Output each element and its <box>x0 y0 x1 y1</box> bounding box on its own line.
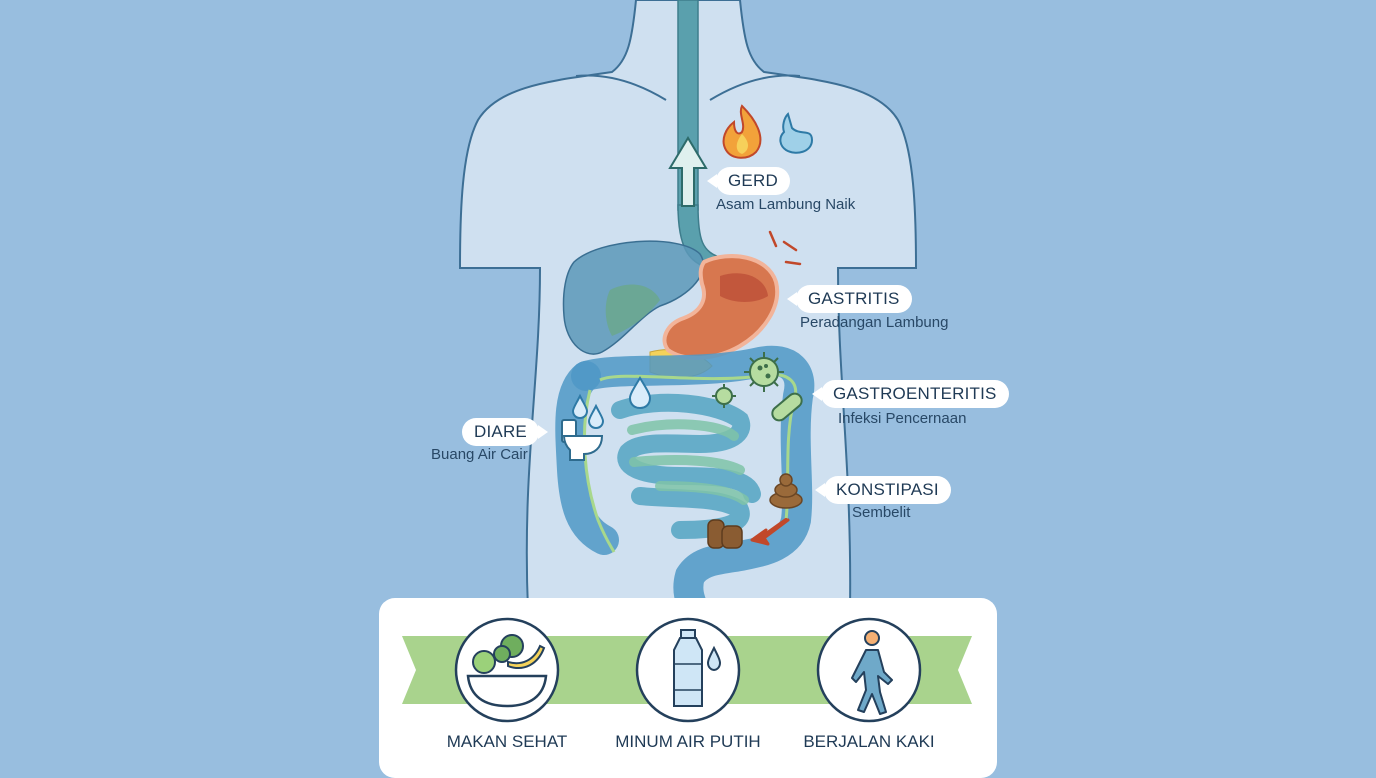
flame-icon <box>722 104 762 159</box>
water-drop-small-icon <box>571 393 589 420</box>
gastroenteritis-label: GASTROENTERITIS <box>812 380 1009 408</box>
virus-small-icon <box>712 384 736 408</box>
diare-subtitle: Buang Air Cair <box>431 446 528 463</box>
stomach-inflammation <box>720 273 768 302</box>
walking-person-icon <box>816 617 922 723</box>
tip-label-minum-air-putih: MINUM AIR PUTIH <box>615 732 761 751</box>
pain-rays-icon <box>768 230 802 266</box>
gastritis-label: GASTRITIS <box>787 285 912 313</box>
healthy-food-bowl-icon <box>454 617 560 723</box>
bile-duct <box>599 373 798 521</box>
toilet-icon <box>561 419 604 461</box>
tip-label-makan-sehat: MAKAN SEHAT <box>446 732 568 751</box>
small-intestine-green <box>627 419 749 505</box>
large-intestine <box>571 345 815 625</box>
konstipasi-label: KONSTIPASI <box>815 476 951 504</box>
gerd-subtitle: Asam Lambung Naik <box>716 196 856 213</box>
colon-left-line <box>583 389 616 553</box>
konstipasi-subtitle: Sembelit <box>852 504 911 521</box>
gerd-label: GERD <box>707 167 790 195</box>
tip-label-berjalan-kaki: BERJALAN KAKI <box>803 732 935 751</box>
stomach-small-icon <box>779 112 814 154</box>
water-bottle-icon <box>635 617 741 723</box>
gastroenteritis-subtitle: Infeksi Pencernaan <box>838 410 967 427</box>
stool-blocked-icon <box>707 519 743 549</box>
water-drop-small-icon-2 <box>587 403 605 430</box>
virus-icon <box>744 352 784 392</box>
reflux-up-arrow <box>668 136 708 207</box>
collarbone-right <box>709 74 801 101</box>
bacteria-icon <box>771 392 803 422</box>
collarbone-left <box>575 74 667 101</box>
gastritis-subtitle: Peradangan Lambung <box>800 314 949 331</box>
liver-lobe <box>605 284 660 336</box>
diare-label: DIARE <box>462 418 548 446</box>
blockage-arrow-shaft <box>756 518 788 542</box>
water-drop-icon <box>628 376 652 410</box>
stool-icon <box>769 473 803 509</box>
colon-left <box>555 361 619 555</box>
